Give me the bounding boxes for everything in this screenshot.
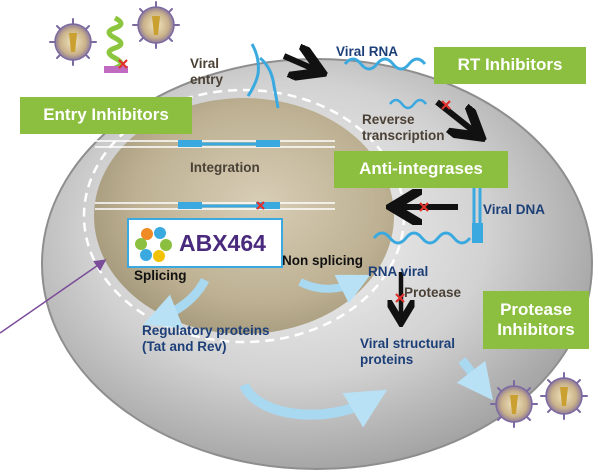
reverse-transcription-label: Reverse transcription [362, 112, 445, 143]
splicing-label: Splicing [134, 268, 187, 283]
viral-rna-label: Viral RNA [336, 44, 399, 59]
viral-entry-label: Viral entry [190, 56, 224, 87]
abx464-logo-icon [135, 227, 172, 262]
integration-block-mark [419, 202, 429, 212]
viral-structural-proteins-label: Viral structural proteins [360, 336, 456, 367]
regulatory-to-structural-arrow [239, 382, 388, 428]
virus-icon [49, 18, 97, 66]
abx464-label: ABX464 [179, 230, 266, 256]
entering-rna-strand [246, 43, 260, 97]
virus-icon [132, 1, 180, 49]
integration-label: Integration [190, 160, 260, 175]
receptor-base-icon [104, 66, 128, 73]
rt-rna-strand [389, 98, 427, 110]
integrated-dna-lines [95, 202, 335, 210]
cell-nucleus [94, 98, 394, 334]
virion-icon [540, 372, 588, 420]
viral-dna-label: Viral DNA [483, 202, 546, 217]
protease-label: Protease [404, 285, 462, 300]
entering-rna-strand [259, 56, 280, 109]
abx464-box: ABX464 [127, 218, 283, 268]
entry-block-mark [118, 59, 128, 69]
splicing-arrow [143, 277, 210, 329]
regulatory-proteins-label: Regulatory proteins (Tat and Rev) [142, 323, 270, 354]
rna-viral-label: RNA viral [368, 264, 429, 279]
non-splicing-label: Non splicing [282, 253, 363, 268]
rt-inhibitors-box: RT Inhibitors [434, 47, 586, 84]
structural-to-virion-arrow [456, 357, 493, 401]
protease-inhibitors-box: Protease Inhibitors [483, 291, 589, 349]
non-splicing-arrow [298, 274, 371, 304]
host-dna-lines [95, 140, 335, 148]
anti-integrases-box: Anti-integrases [334, 151, 508, 188]
receptor-icon [106, 15, 124, 71]
integrated-block-mark [256, 201, 265, 210]
viral-rna-strand [343, 57, 427, 71]
viral-mrna-strand [372, 231, 472, 245]
rt-block-mark [441, 100, 451, 110]
virion-icon [490, 380, 538, 428]
entry-to-rna-arrow [282, 56, 316, 70]
entry-inhibitors-box: Entry Inhibitors [20, 97, 192, 134]
protease-block-mark [395, 293, 405, 303]
drug-pointer-line [0, 259, 107, 334]
